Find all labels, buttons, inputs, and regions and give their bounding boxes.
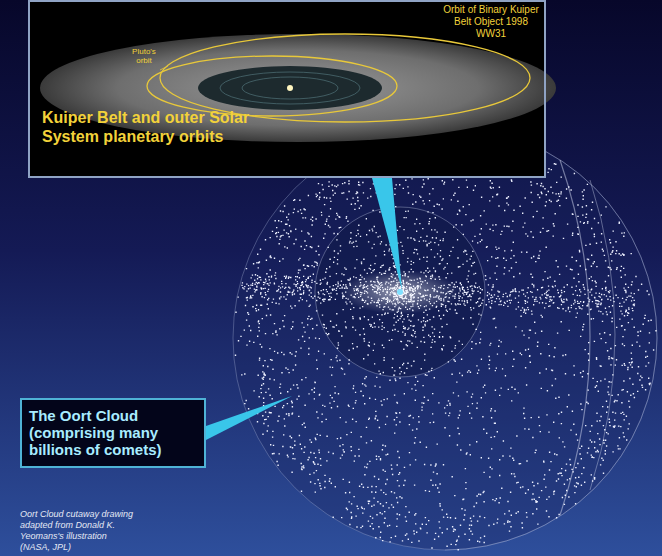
ww31-orbit — [160, 34, 530, 122]
pointer — [372, 178, 402, 290]
leader-line — [160, 66, 168, 70]
callout-text: The Oort Cloud (comprising many billions… — [29, 407, 197, 458]
planet-region — [198, 66, 382, 110]
inner-cloud — [315, 207, 485, 377]
pointer — [206, 396, 292, 440]
sphere-edge — [445, 126, 657, 550]
callout-box: The Oort Cloud (comprising many billions… — [20, 398, 206, 468]
orbit-label: Orbit of Binary Kuiper Belt Object 1998 … — [438, 4, 544, 40]
comet-dots — [235, 163, 657, 550]
orbit-label: Pluto's orbit — [126, 47, 162, 65]
planet-orbit — [220, 72, 360, 104]
sun — [287, 85, 293, 91]
credit-note: Oort Cloud cutaway drawing adapted from … — [20, 509, 138, 553]
inset-title: Kuiper Belt and outer Solar System plane… — [42, 108, 302, 146]
cutaway-edge — [590, 180, 615, 490]
oort-sphere — [233, 126, 657, 550]
planet-orbit — [242, 77, 338, 99]
sun-position — [397, 289, 403, 295]
pluto-orbit — [147, 56, 397, 116]
cutaway-edge — [560, 160, 590, 515]
